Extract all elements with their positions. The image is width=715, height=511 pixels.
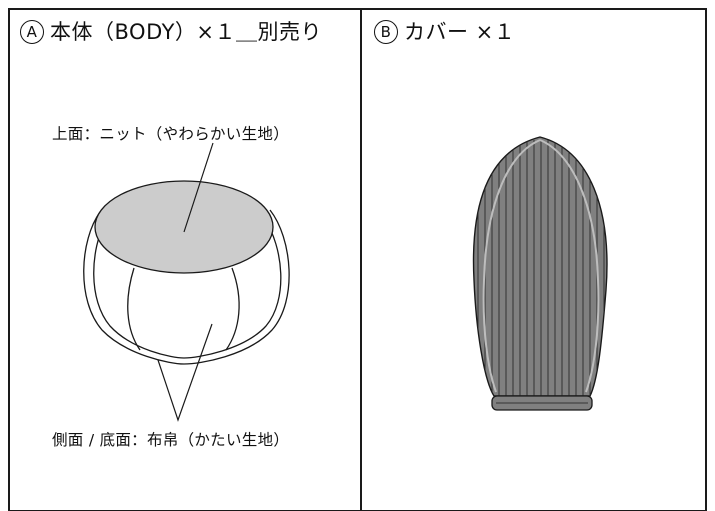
side-fabric-label: 側面 / 底面：布帛（かたい生地） [52,431,290,449]
cover-right-seam [539,139,600,393]
top-label-leader [183,142,214,233]
panel-a-marker: A [20,20,44,44]
top-fabric-label: 上面：ニット（やわらかい生地） [52,125,290,143]
body-inner-contour [93,217,282,359]
panel-b-marker: B [374,20,398,44]
body-seam-right [225,267,240,351]
cover-left-seam [482,139,541,393]
body-ottoman-illustration [83,180,290,365]
body-top-cushion [94,180,274,274]
body-seam-left [127,267,141,351]
panel-a-title-text: 本体（BODY）×１＿別売り [50,20,323,44]
side-label-leader [157,323,213,422]
cover-illustration [472,136,608,411]
cover-outline [472,136,608,397]
outer-border [8,8,707,511]
panel-b-title-text: カバー ×１ [404,20,516,44]
